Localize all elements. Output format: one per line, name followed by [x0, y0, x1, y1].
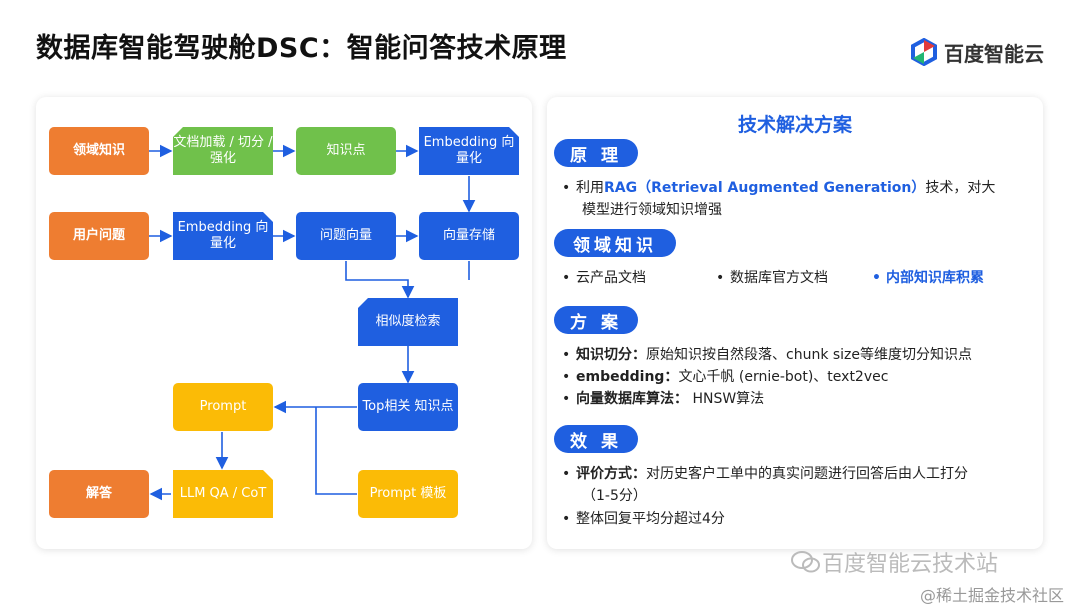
principle-line-2: 模型进行领域知识增强: [582, 202, 722, 218]
baidu-cloud-logo-icon: [911, 38, 937, 66]
knowledge-points-box: 知识点: [296, 127, 396, 175]
brand-name: 百度智能云: [944, 41, 1044, 66]
wechat-icon: [791, 551, 820, 573]
prompt-template-box: Prompt 模板: [358, 470, 458, 518]
llm-box: LLM QA / CoT: [173, 470, 273, 518]
domain-item-3: •内部知识库积累: [872, 270, 984, 286]
effect-label: 效 果: [554, 425, 638, 453]
plan-item-2: •embedding：文心千帆 (ernie-bot)、text2vec: [562, 369, 889, 385]
effect-item-1-cont: （1-5分）: [582, 488, 647, 504]
domain-item-2: •数据库官方文档: [716, 270, 828, 286]
answer-box: 解答: [49, 470, 149, 518]
plan-label: 方 案: [554, 306, 638, 334]
embedding-box-1: Embedding 向量化: [419, 127, 519, 175]
effect-item-1: •评价方式：对历史客户工单中的真实问题进行回答后由人工打分: [562, 466, 968, 482]
plan-item-1: •知识切分：原始知识按自然段落、chunk size等维度切分知识点: [562, 347, 973, 363]
domain-item-1: •云产品文档: [562, 270, 646, 286]
watermark-juejin: @稀土掘金技术社区: [920, 586, 1065, 605]
domain-label: 领域知识: [554, 229, 676, 257]
embedding-box-2: Embedding 向量化: [173, 212, 273, 260]
plan-item-3: •向量数据库算法： HNSW算法: [562, 391, 765, 407]
top-points-box: Top相关 知识点: [358, 383, 458, 431]
principle-label: 原 理: [554, 139, 638, 167]
prompt-box: Prompt: [173, 383, 273, 431]
similarity-search-box: 相似度检索: [358, 298, 458, 346]
user-question-box: 用户问题: [49, 212, 149, 260]
page-title: 数据库智能驾驶舱DSC：智能问答技术原理: [36, 33, 567, 64]
watermark-wechat: 百度智能云技术站: [790, 546, 998, 578]
solution-heading: 技术解决方案: [737, 114, 852, 136]
effect-item-2: •整体回复平均分超过4分: [562, 511, 725, 527]
brand: 百度智能云: [910, 36, 1044, 68]
doc-load-box: 文档加载 / 切分 / 强化: [173, 127, 273, 175]
question-vector-box: 问题向量: [296, 212, 396, 260]
vector-store-box: 向量存储: [419, 212, 519, 260]
principle-line-1: •利用RAG（Retrieval Augmented Generation）技术…: [562, 180, 996, 196]
domain-knowledge-box: 领域知识: [49, 127, 149, 175]
